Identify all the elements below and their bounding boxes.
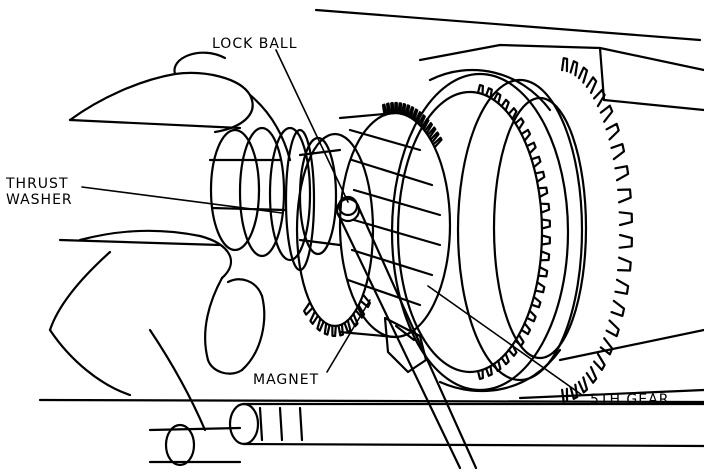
label-5th-gear: 5TH GEAR [590, 392, 670, 408]
gear-tooth [617, 256, 632, 272]
gear-tooth [593, 352, 606, 371]
left-hand [48, 51, 292, 432]
magnet-tool [335, 197, 478, 470]
gear-tooth [359, 293, 371, 309]
leader-magnet [326, 299, 371, 373]
gear-tooth [577, 376, 589, 394]
gear-tooth [539, 202, 551, 214]
leader-lines [81, 49, 583, 396]
gear-tooth [476, 84, 484, 96]
gear-tooth [429, 131, 440, 144]
gear-tooth [514, 333, 525, 347]
gear-tooth [349, 312, 359, 328]
gear-tooth [426, 126, 437, 139]
gear-tooth [432, 136, 443, 149]
gear-tooth [507, 107, 518, 121]
gear-tooth [585, 76, 598, 94]
gear-tooth [404, 104, 411, 117]
label-magnet: MAGNET [253, 372, 320, 388]
gear-tooth [500, 98, 510, 112]
gear-tooth [417, 114, 426, 127]
gear-tooth [309, 310, 319, 325]
gear-tooth [507, 343, 518, 357]
mainshaft [58, 118, 342, 262]
gear-tooth [386, 102, 391, 115]
gear-tooth [303, 301, 314, 316]
fifth-gear-teeth [381, 101, 443, 149]
gear-tooth [537, 266, 549, 278]
gear-tooth [530, 295, 542, 309]
gear-tooth [530, 155, 542, 169]
gear-tooth [617, 188, 632, 204]
gear-tooth [337, 323, 344, 337]
gear-tooth [599, 104, 614, 123]
gear-tooth [520, 322, 532, 336]
gear-tooth [569, 60, 579, 77]
gear-tooth [593, 89, 606, 108]
gear-tooth [577, 66, 589, 84]
gear-tooth [381, 103, 388, 117]
gear-tooth [397, 102, 403, 115]
gear-tooth [534, 281, 546, 294]
gear-tooth [343, 319, 352, 334]
gear-tooth [540, 218, 551, 230]
gear-tooth [605, 319, 620, 338]
synchro-teeth [476, 84, 551, 380]
label-lock-ball: LOCK BALL [212, 36, 298, 52]
front-gear-teeth [303, 293, 371, 338]
gear-tooth [393, 101, 398, 115]
leader-5th-gear [427, 285, 583, 396]
leader-lock-ball [275, 49, 349, 203]
gear-tooth [618, 211, 633, 227]
gear-tooth [407, 106, 415, 119]
gear-tooth [525, 141, 537, 155]
gear-tooth [390, 102, 395, 115]
gear-tooth [400, 103, 407, 116]
gear-tooth [605, 122, 620, 141]
gear-tooth [492, 359, 502, 372]
housing-outline [38, 8, 704, 404]
foreground-rod [148, 402, 704, 467]
gear-tooth [316, 317, 325, 332]
label-thrust-washer: THRUST WASHER [6, 176, 73, 208]
gear-tooth [561, 57, 569, 73]
gear-tooth [500, 352, 510, 366]
label-washer: WASHER [6, 192, 73, 208]
gear-tooth [614, 165, 630, 182]
gear-tooth [331, 324, 337, 338]
fifth-gear-body [338, 111, 452, 339]
gear-tooth [599, 337, 614, 356]
gear-tooth [561, 387, 569, 403]
gear-tooth [537, 186, 549, 198]
gear-tooth [420, 117, 430, 131]
gear-tooth [423, 122, 433, 135]
leader-thrust-washer [81, 186, 283, 214]
rear-gear [561, 57, 633, 403]
gear-tooth [411, 108, 419, 122]
gear-tooth [539, 250, 551, 262]
gear-tooth [485, 365, 493, 377]
gear-tooth [610, 299, 626, 317]
gear-tooth [540, 234, 551, 246]
gear-tooth [618, 233, 633, 249]
gear-tooth [354, 304, 366, 319]
label-thrust: THRUST [6, 176, 69, 192]
gear-tooth [525, 309, 537, 323]
gear-tooth [534, 170, 546, 183]
gear-tooth [610, 143, 626, 161]
gear-tooth [520, 128, 532, 142]
gear-tooth [585, 366, 598, 384]
gear-tooth [414, 111, 423, 124]
gear-tooth [323, 322, 331, 336]
gear-tooth [476, 368, 484, 380]
gear-tooth [492, 92, 502, 105]
gear-tooth [514, 117, 525, 131]
gear-tooth [485, 87, 493, 99]
gear-tooth [614, 278, 630, 295]
thrust-washer [284, 128, 316, 272]
